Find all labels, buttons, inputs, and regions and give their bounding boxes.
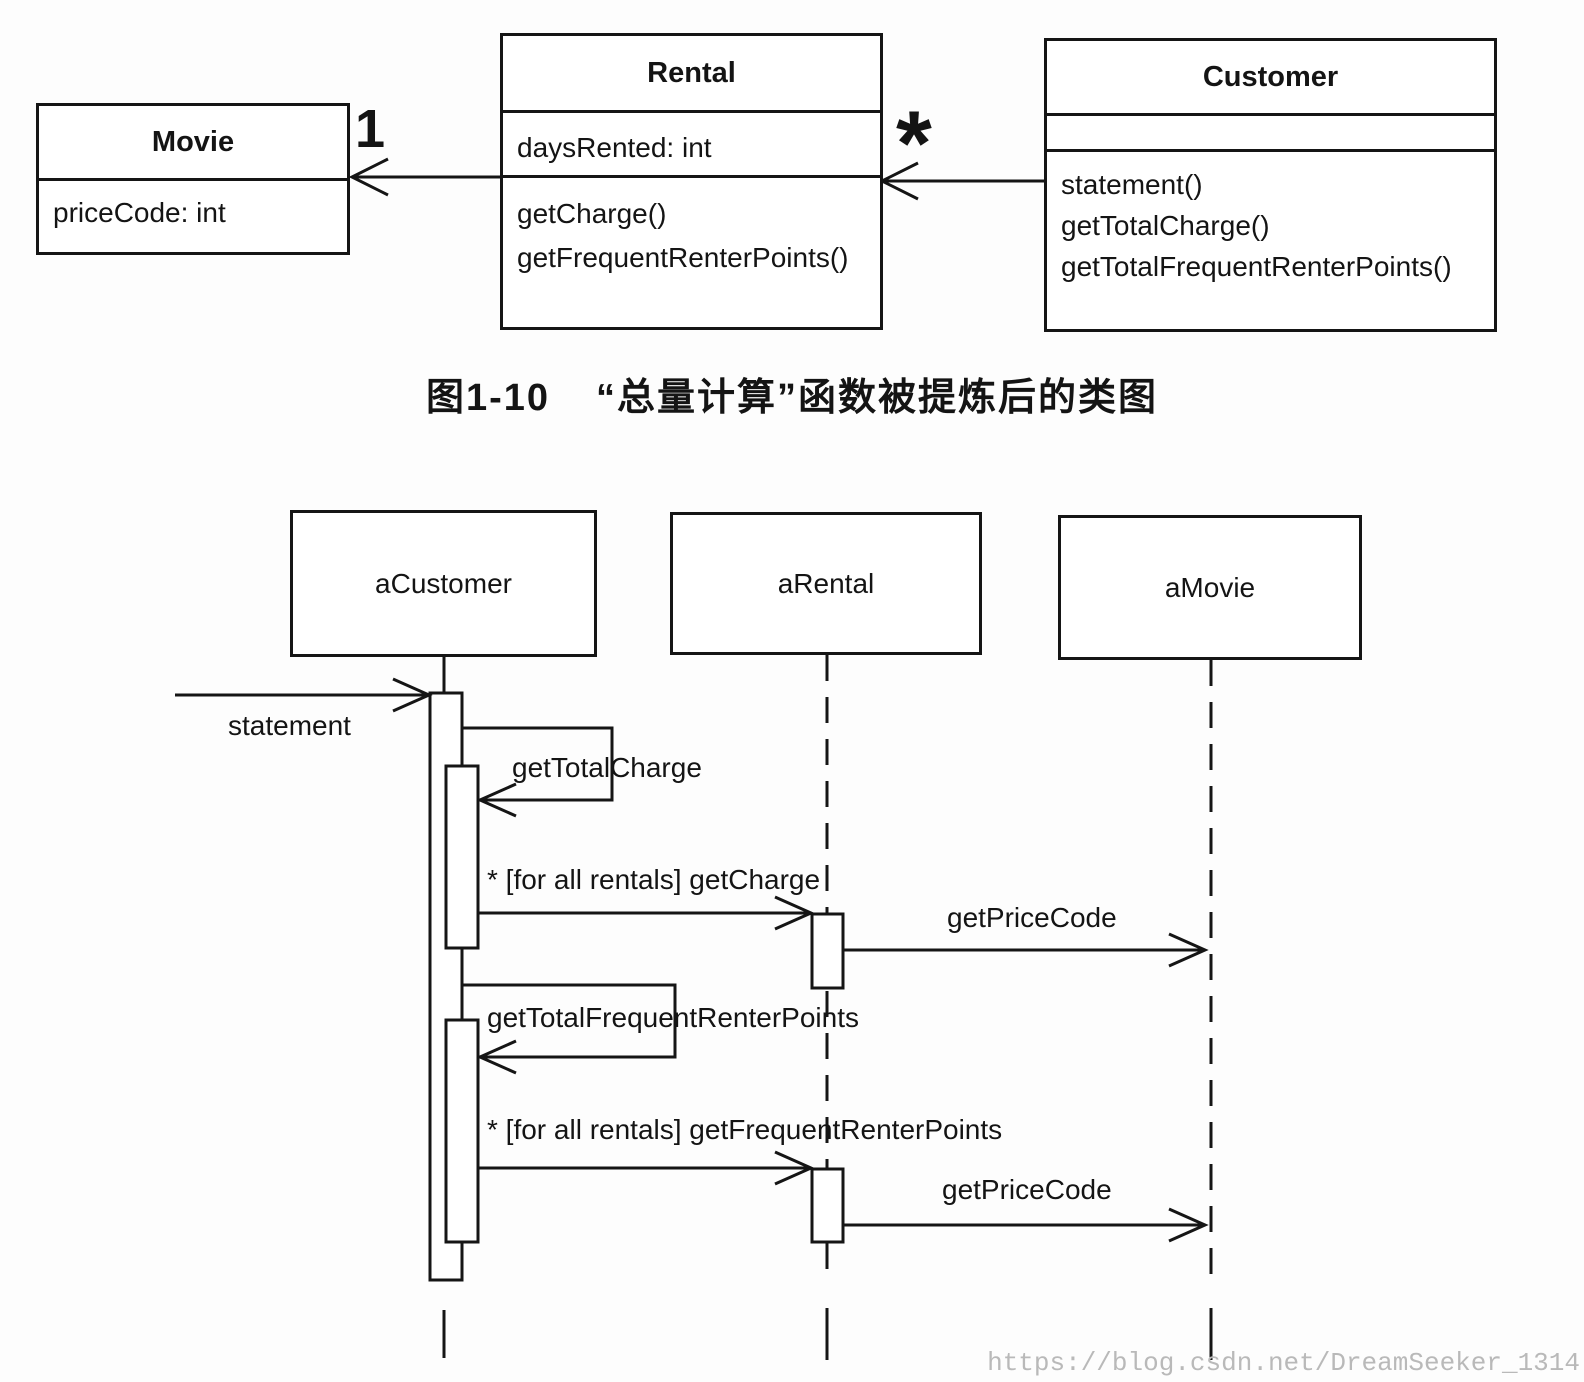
get-price-code-message-arrow-1 [843,932,1209,968]
multiplicity-one-label: 1 [355,99,386,159]
class-box-movie: Movie priceCode: int [36,103,350,255]
class-title: Movie [151,125,235,158]
class-box-customer: Customer statement() getTotalCharge() ge… [1044,38,1497,332]
open-arrowhead-icon [392,677,433,713]
class-methods-section: statement() getTotalCharge() getTotalFre… [1047,149,1494,329]
object-box-arental: aRental [670,512,982,655]
get-total-charge-self-call-arrow [462,726,614,818]
object-box-acustomer: aCustomer [290,510,597,657]
message-label-for-all-rentals-get-charge: * [for all rentals] getCharge [487,864,821,895]
class-method: getTotalCharge() [1061,210,1270,241]
object-label: aMovie [1164,571,1256,603]
class-attributes-section: priceCode: int [39,178,347,252]
watermark-url: https://blog.csdn.net/DreamSeeker_1314 [987,1348,1580,1378]
open-arrowhead-icon [348,157,389,197]
open-arrowhead-icon [476,782,517,818]
class-method: statement() [1061,169,1203,200]
get-frequent-renter-points-message-arrow [478,1150,815,1186]
open-arrowhead-icon [1168,1207,1209,1243]
figure-caption: 图1-10 “总量计算”函数被提炼后的类图 [0,366,1584,421]
class-method: getFrequentRenterPoints() [517,242,849,273]
get-charge-message-arrow [478,895,815,931]
class-attribute: priceCode: int [53,197,226,228]
class-attribute: daysRented: int [517,132,712,163]
arental-activation-1 [810,912,845,990]
open-arrowhead-icon [774,1150,815,1186]
class-methods-section: getCharge() getFrequentRenterPoints() [503,175,880,327]
class-method: getCharge() [517,198,667,229]
class-title: Customer [1202,60,1339,93]
class-attributes-section: daysRented: int [503,110,880,175]
get-total-frequent-renter-points-self-call-arrow [462,983,677,1075]
statement-message-arrow [175,677,433,713]
arental-activation-2 [810,1167,845,1244]
rental-to-movie-association [348,157,500,197]
object-label: aRental [777,567,875,599]
class-attributes-section [1047,113,1494,149]
class-method: getTotalFrequentRenterPoints() [1061,251,1452,282]
open-arrowhead-icon [476,1039,517,1075]
figure-caption-text: “总量计算”函数被提炼后的类图 [596,377,1159,419]
class-title: Rental [647,56,736,89]
class-box-rental: Rental daysRented: int getCharge() getFr… [500,33,883,330]
message-label-get-total-charge: getTotalCharge [512,752,702,783]
open-arrowhead-icon [1168,932,1209,968]
message-label-get-price-code-2: getPriceCode [942,1174,1112,1205]
message-label-for-all-rentals-get-frequent-renter-points: * [for all rentals] getFrequentRenterPoi… [487,1114,1003,1145]
get-price-code-message-arrow-2 [843,1207,1209,1243]
message-label-get-total-frequent-renter-points: getTotalFrequentRenterPoints [487,1002,859,1033]
acustomer-nested-activation-1 [444,764,480,950]
object-label: aCustomer [375,567,512,599]
acustomer-nested-activation-2 [444,1018,480,1244]
open-arrowhead-icon [774,895,815,931]
multiplicity-many-label: * [896,93,932,195]
object-box-amovie: aMovie [1058,515,1362,660]
figure-number: 图1-10 [425,377,551,419]
message-label-statement: statement [228,710,351,741]
message-label-get-price-code-1: getPriceCode [947,902,1117,933]
